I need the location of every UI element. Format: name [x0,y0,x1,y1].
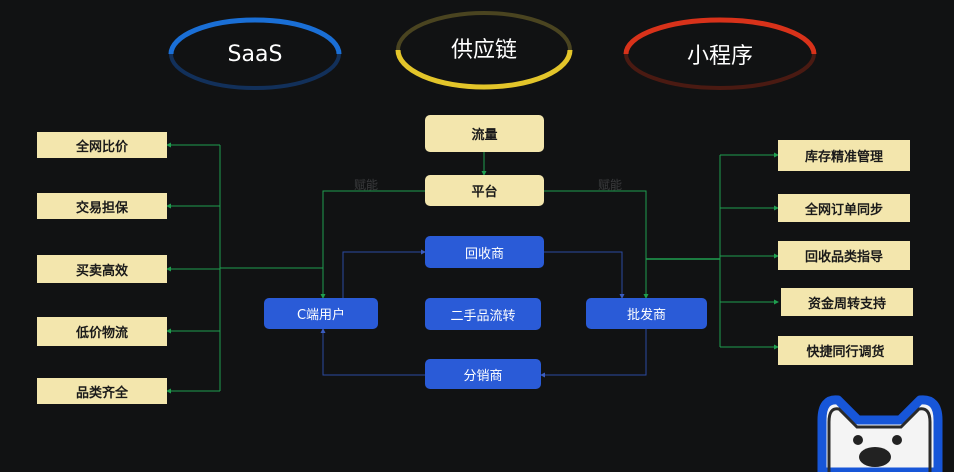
empower-label-left: 赋能 [354,178,379,192]
left-benefit: 交易担保 [37,193,167,219]
right-benefit: 全网订单同步 [778,194,910,222]
left-benefit: 品类齐全 [37,378,167,404]
oval-miniapp [623,17,817,90]
empower-label-right: 赋能 [598,178,623,192]
left-benefit: 低价物流 [37,317,167,346]
right-benefit: 资金周转支持 [781,288,913,316]
right-benefit: 库存精准管理 [778,140,910,171]
left-benefit: 买卖高效 [37,255,167,283]
left-benefit: 全网比价 [37,132,167,158]
right-benefit: 快捷同行调货 [778,336,913,365]
node-recycler: 回收商 [425,236,544,268]
node-distributor: 分销商 [425,359,541,389]
dog-mascot-logo [817,395,943,472]
oval-saas [168,17,342,90]
node-consumer: C端用户 [264,298,378,329]
pillar-mini-program: 小程序 [686,44,753,69]
node-platform: 平台 [425,175,544,206]
right-benefit: 回收品类指导 [778,241,910,270]
node-traffic: 流量 [425,115,544,152]
oval-supply [395,11,573,90]
pillar-saas: SaaS [227,41,283,67]
node-circulation: 二手品流转 [425,298,541,330]
pillar-supply-chain: 供应链 [450,38,517,63]
node-wholesaler: 批发商 [586,298,707,329]
